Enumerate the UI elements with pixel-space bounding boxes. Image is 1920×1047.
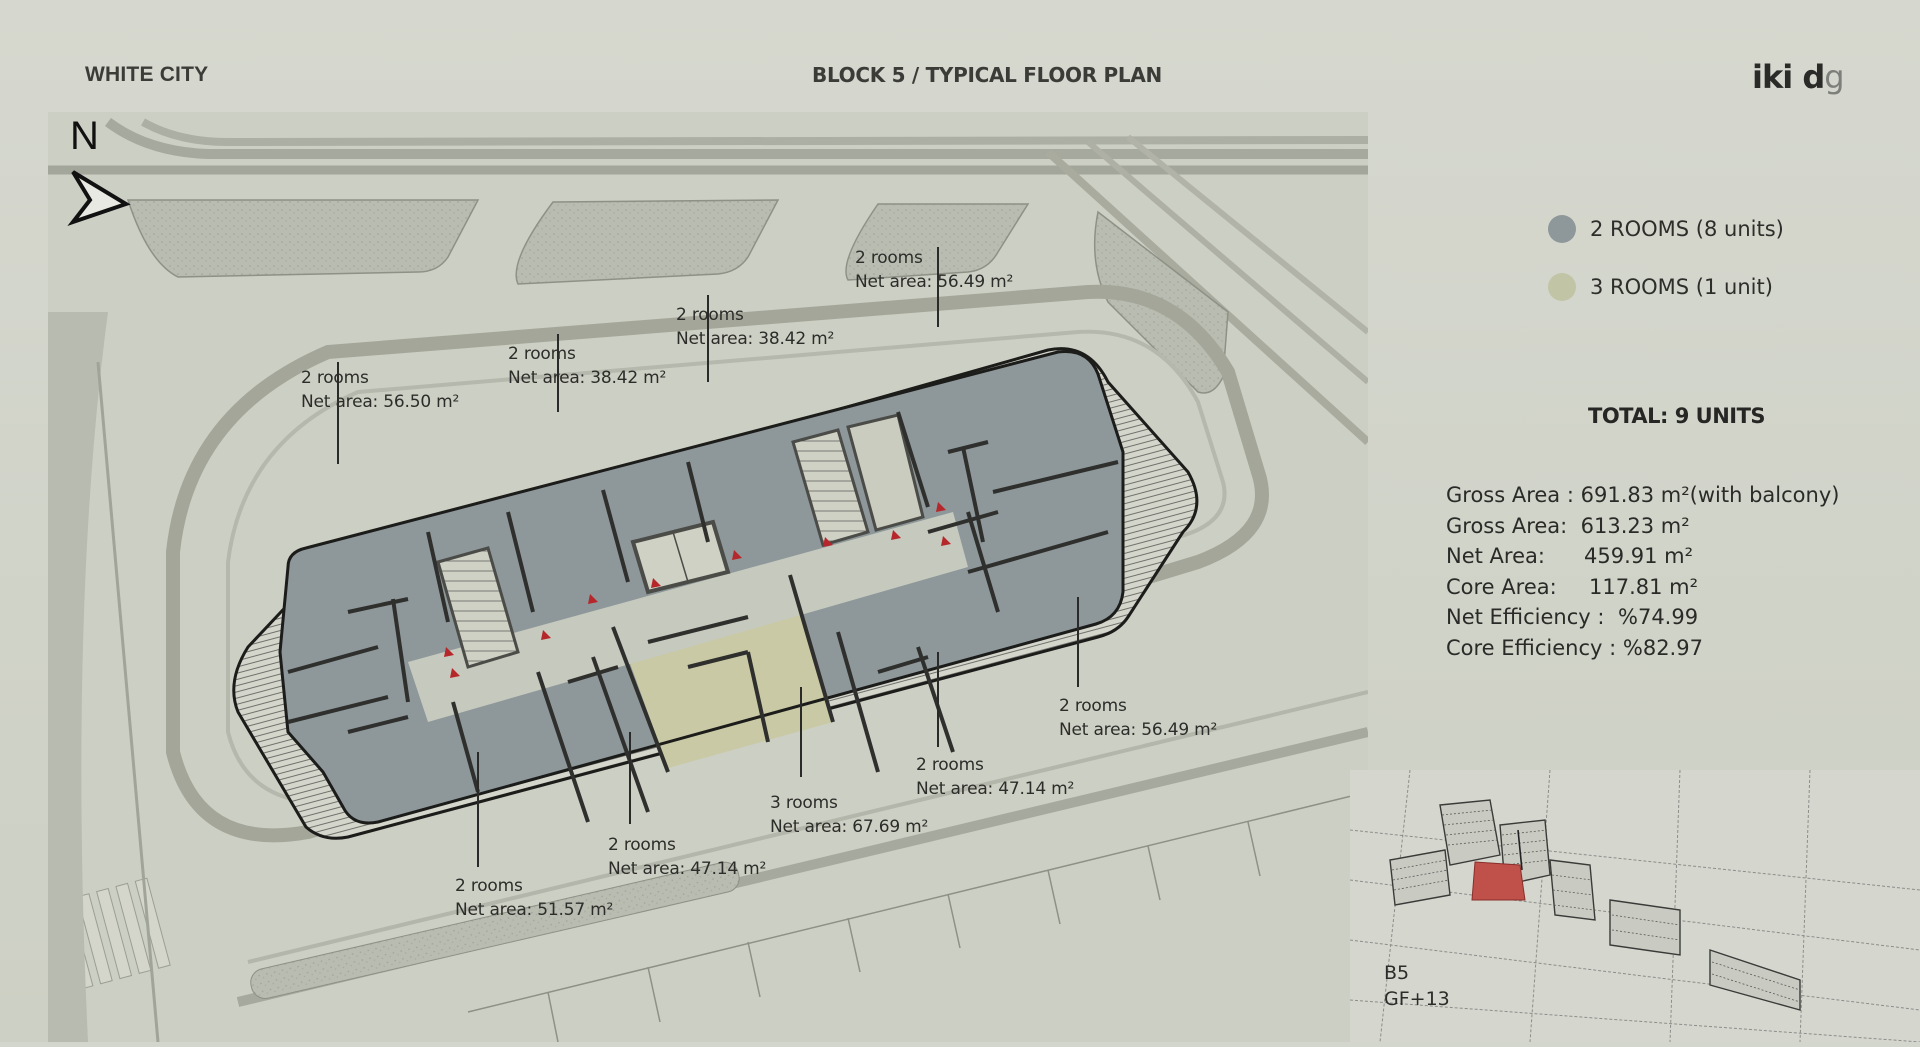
stat-net: Net Area:459.91 m²: [1446, 544, 1694, 568]
legend: 2 ROOMS (8 units) 3 ROOMS (1 unit): [1548, 215, 1784, 331]
stat-net-efficiency: Net Efficiency :%74.99: [1446, 605, 1699, 629]
key-plan: B5 GF+13: [1349, 769, 1920, 1043]
stat-gross: Gross Area: 613.23 m²: [1446, 513, 1690, 538]
project-name: WHITE CITY: [85, 63, 209, 86]
logo-accent: g: [1824, 58, 1844, 96]
site-plan: N: [48, 112, 1368, 1042]
company-logo: iki dg: [1752, 58, 1845, 96]
legend-label: 3 ROOMS (1 unit): [1590, 275, 1773, 299]
door-markers: [444, 502, 951, 678]
site-plan-drawing: [48, 112, 1368, 1042]
page-title: BLOCK 5 / TYPICAL FLOOR PLAN: [812, 63, 1162, 87]
logo-text: iki d: [1752, 58, 1825, 96]
key-plan-drawing: [1349, 769, 1920, 1043]
legend-item-2-rooms: 2 ROOMS (8 units): [1548, 215, 1784, 243]
stat-gross-balcony: Gross Area : 691.83 m²(with balcony): [1446, 483, 1840, 507]
legend-label: 2 ROOMS (8 units): [1590, 217, 1784, 241]
three-room-swatch-icon: [1548, 273, 1576, 301]
area-summary: Gross Area : 691.83 m²(with balcony) Gro…: [1446, 480, 1839, 663]
block-5-highlight: [1471, 861, 1526, 901]
key-plan-floors: GF+13: [1384, 988, 1450, 1010]
north-label: N: [70, 114, 99, 158]
two-room-swatch-icon: [1548, 215, 1576, 243]
key-plan-block: B5: [1384, 962, 1410, 984]
stat-core: Core Area:117.81 m²: [1446, 574, 1699, 599]
north-arrow-icon: [67, 170, 131, 227]
stat-core-efficiency: Core Efficiency : %82.97: [1446, 635, 1703, 660]
total-units: TOTAL: 9 UNITS: [1588, 404, 1766, 428]
legend-item-3-rooms: 3 ROOMS (1 unit): [1548, 273, 1784, 301]
